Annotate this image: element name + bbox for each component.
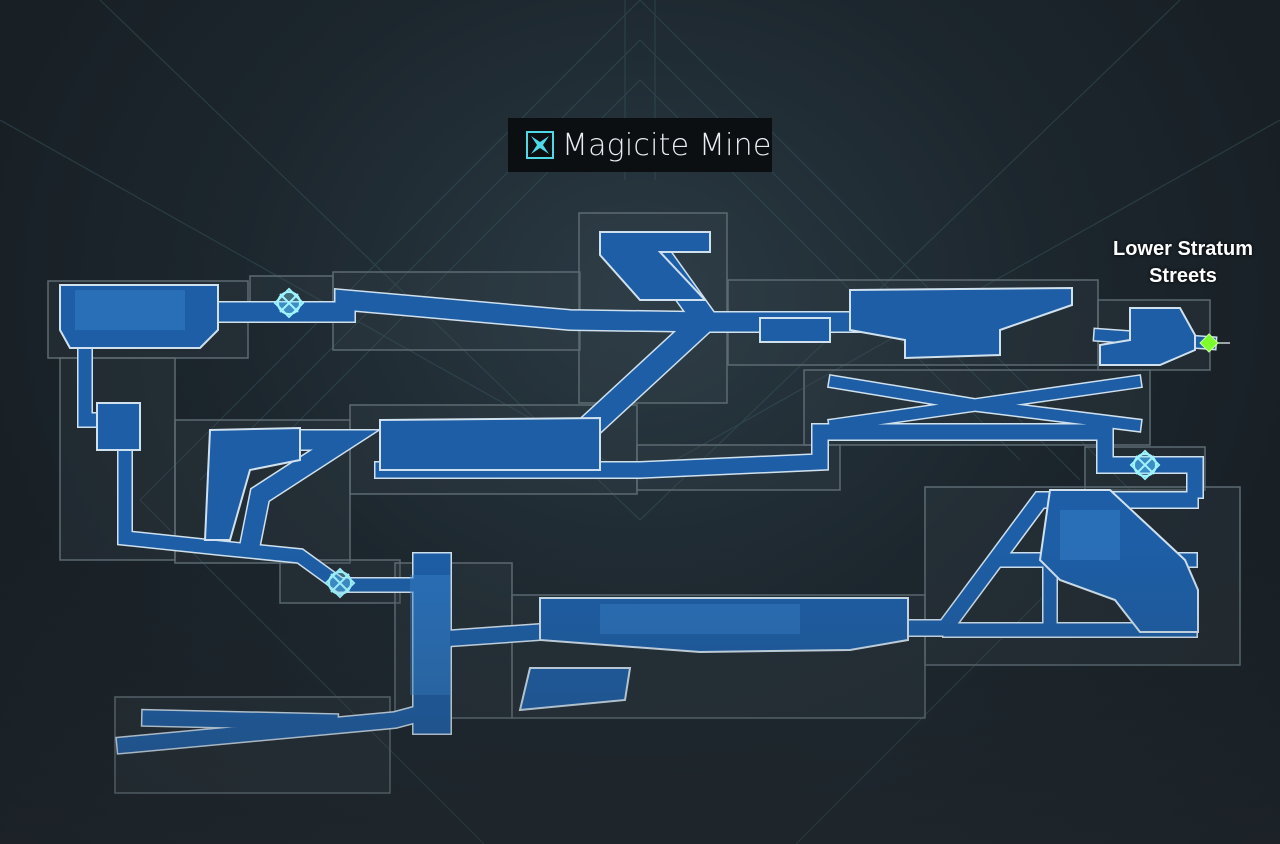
save-crystal-icon[interactable] [1129, 449, 1161, 481]
save-points[interactable] [273, 287, 1161, 599]
room-highlights [75, 290, 1120, 695]
save-crystal-icon[interactable] [324, 567, 356, 599]
save-crystal-icon[interactable] [273, 287, 305, 319]
area-emblem-icon [526, 131, 554, 159]
exit-diamond-icon[interactable] [1199, 333, 1219, 353]
room-areas [59, 231, 1199, 712]
exit-destination-label: Lower Stratum Streets [1112, 238, 1254, 287]
exit-marker[interactable] [1199, 333, 1230, 353]
area-title: Magicite Mine [562, 127, 772, 163]
area-title-banner: Magicite Mine [508, 118, 772, 172]
